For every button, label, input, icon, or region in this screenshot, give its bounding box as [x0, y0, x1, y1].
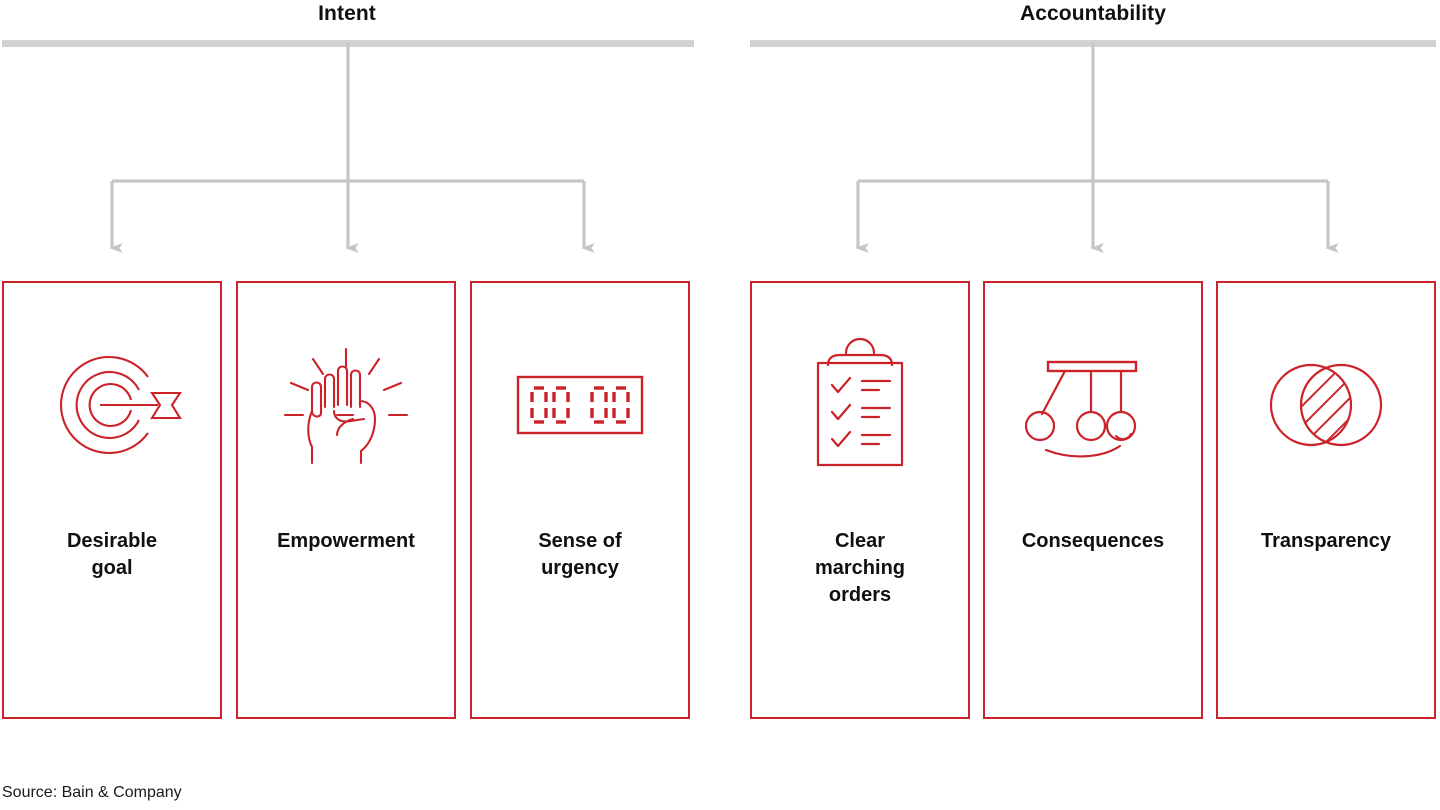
- clipboard-checklist-icon: [752, 335, 968, 475]
- newtons-cradle-icon: [985, 335, 1201, 475]
- connector-group-intent: [109, 43, 595, 253]
- card-label: Consequences: [1021, 530, 1165, 552]
- group-header-bar-accountability: [750, 40, 1436, 47]
- connector-group-accountability: [855, 43, 1339, 253]
- card-label: Transparency: [1260, 530, 1392, 552]
- venn-diagram-icon: [1218, 335, 1434, 475]
- target-arrow-icon: [4, 335, 220, 475]
- card-empowerment[interactable]: Empowerment: [236, 281, 456, 719]
- raised-fist-icon: [238, 335, 454, 475]
- card-transparency[interactable]: Transparency: [1216, 281, 1436, 719]
- digital-clock-icon: [472, 335, 688, 475]
- group-title-intent: Intent: [318, 2, 376, 25]
- group-title-accountability: Accountability: [1019, 2, 1167, 25]
- card-consequences[interactable]: Consequences: [983, 281, 1203, 719]
- source-note: Source: Bain & Company: [2, 784, 182, 801]
- card-label: Empowerment: [277, 530, 415, 552]
- group-header-bar-intent: [2, 40, 694, 47]
